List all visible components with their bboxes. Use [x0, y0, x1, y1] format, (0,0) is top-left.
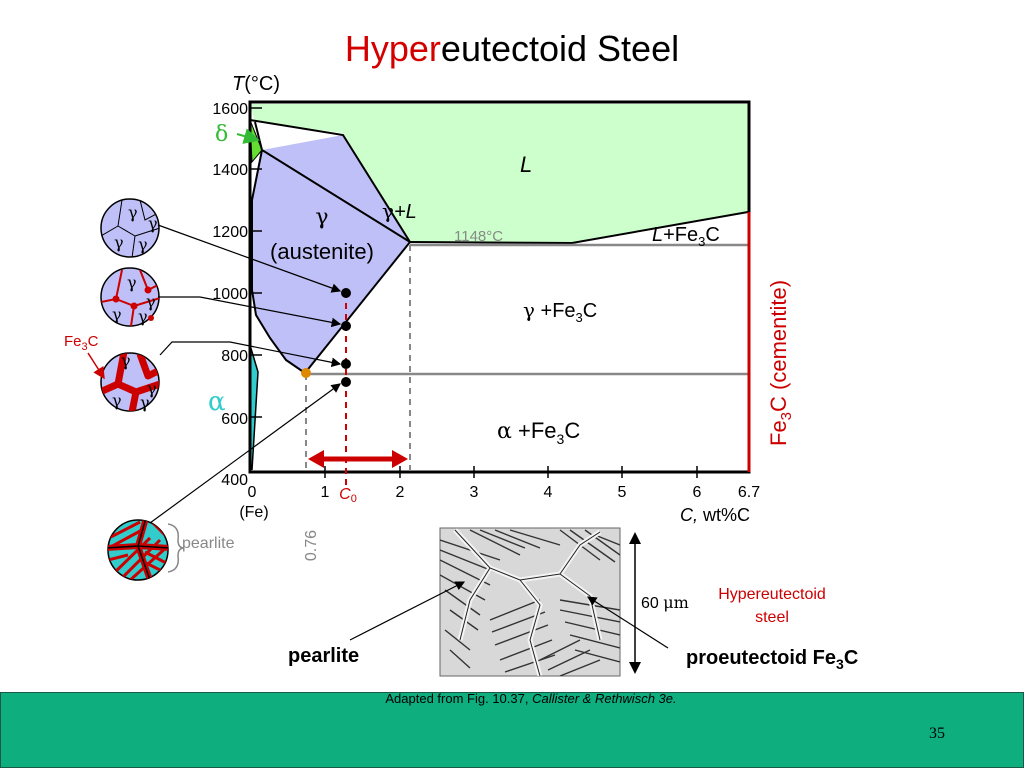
scale-bar — [629, 532, 641, 674]
y-tick-600: 600 — [221, 411, 248, 428]
x-origin-note: (Fe) — [239, 504, 268, 521]
a3-line — [251, 149, 306, 374]
state-point-4 — [341, 377, 351, 387]
microstructure-proeutectoid: γ γ γ γ — [100, 351, 160, 412]
phase-label-liquid: L — [520, 152, 532, 177]
page-number: 35 — [929, 725, 945, 742]
x-axis-label: C, wt%C — [680, 505, 750, 525]
y-tick-1400: 1400 — [212, 162, 248, 179]
phase-label-alpha-fe3c: α +Fe3C — [497, 418, 580, 447]
y-ticks — [250, 107, 262, 418]
svg-text:γ: γ — [112, 305, 122, 324]
x-tick-2: 2 — [396, 484, 405, 501]
svg-text:γ: γ — [127, 273, 137, 292]
y-axis-label: T(°C) — [232, 73, 280, 95]
phase-label-gamma: γ — [315, 205, 328, 230]
x-tick-6: 6 — [693, 484, 702, 501]
y-tick-1200: 1200 — [212, 224, 248, 241]
phase-label-gamma-fe3c: γ +Fe3C — [523, 298, 597, 325]
micrograph-proeutectoid-arrow — [586, 596, 669, 649]
y-tick-1000: 1000 — [212, 286, 248, 303]
fe3c-arrow — [87, 352, 105, 380]
y-tick-400: 400 — [221, 472, 248, 489]
pearlite-label: pearlite — [182, 535, 235, 552]
micrograph-pearlite-arrow — [349, 581, 466, 641]
x-tick-4: 4 — [544, 484, 553, 501]
fe3c-label: Fe3C — [64, 333, 99, 353]
slide-title: Hypereutectoid Steel — [0, 28, 1024, 70]
eutectoid-point — [301, 368, 311, 378]
state-point-2 — [341, 321, 351, 331]
svg-text:γ: γ — [138, 307, 148, 326]
phase-label-liquid-fe3c: L+Fe3C — [652, 224, 720, 249]
delta-arrow — [236, 128, 260, 144]
liquid-region — [250, 104, 748, 243]
eutectic-temp-label: 1148°C — [454, 228, 503, 245]
composition-range-arrow — [308, 450, 408, 468]
x-tick-labels: 0 1 2 3 4 5 6 6.7 — [248, 484, 761, 501]
eutectoid-composition-label: 0.76 — [303, 530, 320, 561]
x-ticks — [324, 466, 698, 478]
phase-label-austenite: (austenite) — [270, 239, 374, 264]
state-point-1 — [341, 288, 351, 298]
svg-text:γ: γ — [112, 391, 122, 410]
phase-label-alpha: α — [208, 387, 226, 417]
c0-label: C0 — [339, 486, 357, 505]
alpha-region — [250, 345, 258, 470]
state-point-3 — [341, 359, 351, 369]
y-tick-800: 800 — [221, 348, 248, 365]
y-tick-1600: 1600 — [212, 101, 248, 118]
svg-text:γ: γ — [148, 214, 158, 233]
phase-diagram-figure: T(°C) 1600 1400 1200 1000 800 600 400 0 … — [64, 73, 858, 677]
micrograph-caption-2: steel — [755, 609, 789, 626]
y-tick-labels: 1600 1400 1200 1000 800 600 400 — [212, 101, 248, 489]
connector-3 — [159, 341, 342, 368]
alpha-boundary — [249, 344, 259, 471]
microstructure-fe3c-nucleation: γ γ γ γ — [100, 267, 160, 327]
title-rest: eutectoid Steel — [440, 28, 680, 69]
svg-text:γ: γ — [147, 379, 157, 398]
title-prefix: Hyper — [344, 28, 441, 69]
x-tick-5: 5 — [618, 484, 627, 501]
scale-label: 60 μm — [641, 593, 689, 612]
micrograph-caption-1: Hypereutectoid — [718, 586, 826, 603]
pearlite-brace — [167, 523, 185, 573]
svg-text:γ: γ — [114, 233, 124, 252]
phase-label-delta: δ — [215, 122, 228, 147]
austenite-region — [252, 135, 410, 373]
connector-1 — [157, 224, 342, 293]
x-tick-3: 3 — [470, 484, 479, 501]
connector-4 — [149, 383, 341, 524]
x-tick-6-7: 6.7 — [738, 484, 760, 501]
acm-line — [304, 241, 411, 374]
microstructure-austenite: γ γ γ γ — [100, 198, 160, 258]
liquidus-right — [409, 211, 749, 245]
x-tick-1: 1 — [321, 484, 330, 501]
cementite-label: Fe3C (cementite) — [766, 280, 795, 446]
slide-footer: Adapted from Fig. 10.37, Callister & Ret… — [0, 691, 1024, 768]
pearlite-callout: pearlite — [288, 645, 359, 667]
microstructure-pearlite — [107, 519, 169, 581]
svg-text:γ: γ — [128, 203, 138, 222]
svg-text:γ: γ — [138, 235, 148, 254]
svg-text:γ: γ — [140, 393, 150, 412]
svg-text:γ: γ — [146, 292, 156, 311]
x-tick-0: 0 — [248, 484, 257, 501]
proeutectoid-callout: proeutectoid Fe3C — [686, 647, 858, 672]
figure-credit: Adapted from Fig. 10.37, Callister & Ret… — [385, 691, 677, 706]
micrograph-image — [439, 527, 621, 677]
svg-text:γ: γ — [121, 351, 131, 370]
connector-2b — [199, 296, 342, 328]
phase-label-gamma-liquid: γ+L — [382, 199, 417, 223]
